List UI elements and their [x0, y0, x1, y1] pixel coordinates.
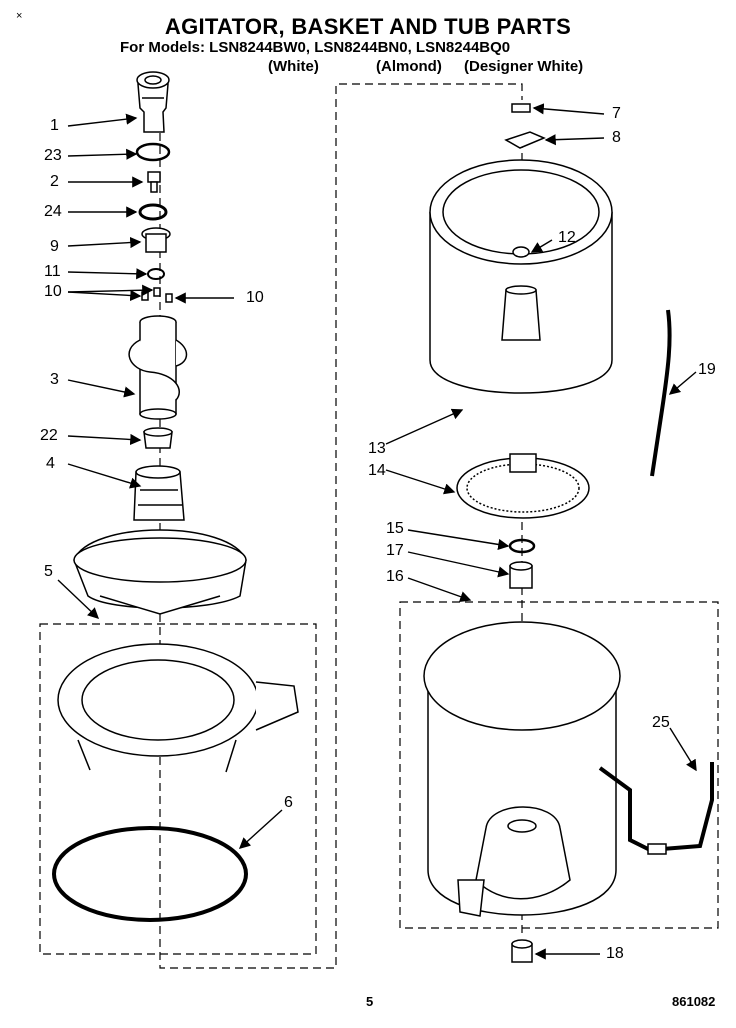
- bolt-2: [147, 171, 161, 193]
- callout-8: 8: [612, 129, 621, 146]
- agitator-base: [73, 465, 247, 615]
- variant-designer-white: (Designer White): [464, 58, 584, 75]
- hose-19: [650, 309, 672, 477]
- ring-23: [135, 142, 171, 162]
- basket-13: [429, 159, 613, 394]
- callout-3: 3: [50, 371, 59, 388]
- callout-15: 15: [386, 520, 404, 537]
- callout-23: 23: [44, 147, 62, 164]
- brake-wheel-14: [456, 453, 590, 519]
- callout-18: 18: [606, 945, 624, 962]
- callout-17: 17: [386, 542, 404, 559]
- callout-19: 19: [698, 361, 716, 378]
- variant-almond: (Almond): [376, 58, 442, 75]
- callout-10-left: 10: [44, 283, 62, 300]
- callout-12: 12: [558, 229, 576, 246]
- callout-4: 4: [46, 455, 55, 472]
- callout-7: 7: [612, 105, 621, 122]
- model-list: For Models: LSN8244BW0, LSN8244BN0, LSN8…: [120, 39, 511, 56]
- agitator-barrel: [128, 315, 188, 420]
- page-number: 5: [366, 994, 374, 1009]
- callout-10-right: 10: [246, 289, 264, 306]
- seal-24: [138, 203, 168, 221]
- tub-ring: [57, 643, 299, 773]
- hose-25: [598, 762, 714, 855]
- ring-11: [147, 268, 165, 280]
- variant-white: (White): [268, 58, 319, 75]
- document-code: 861082: [672, 994, 716, 1009]
- callout-5: 5: [44, 563, 53, 580]
- ring-15: [508, 538, 536, 554]
- plug-18: [511, 939, 533, 963]
- tub-16: [423, 621, 621, 917]
- cam-8: [504, 131, 546, 149]
- callout-16: 16: [386, 568, 404, 585]
- agitator-cap: [136, 71, 170, 133]
- callout-24: 24: [44, 203, 62, 220]
- page-title: AGITATOR, BASKET AND TUB PARTS: [164, 14, 572, 39]
- cam-9: [141, 227, 171, 253]
- callout-22: 22: [40, 427, 58, 444]
- snap-ring-6: [52, 826, 248, 922]
- callout-2: 2: [50, 173, 59, 190]
- callout-9: 9: [50, 238, 59, 255]
- corner-mark: ×: [16, 10, 23, 22]
- nut-17: [509, 561, 533, 589]
- leader-lines: [57, 103, 697, 960]
- clip-7: [511, 103, 531, 113]
- callout-11: 11: [44, 263, 61, 280]
- callout-6: 6: [284, 794, 293, 811]
- coupling-22: [143, 427, 173, 449]
- callout-1: 1: [50, 117, 59, 134]
- callout-25: 25: [652, 714, 670, 731]
- callout-14: 14: [368, 462, 386, 479]
- callout-13: 13: [368, 440, 386, 457]
